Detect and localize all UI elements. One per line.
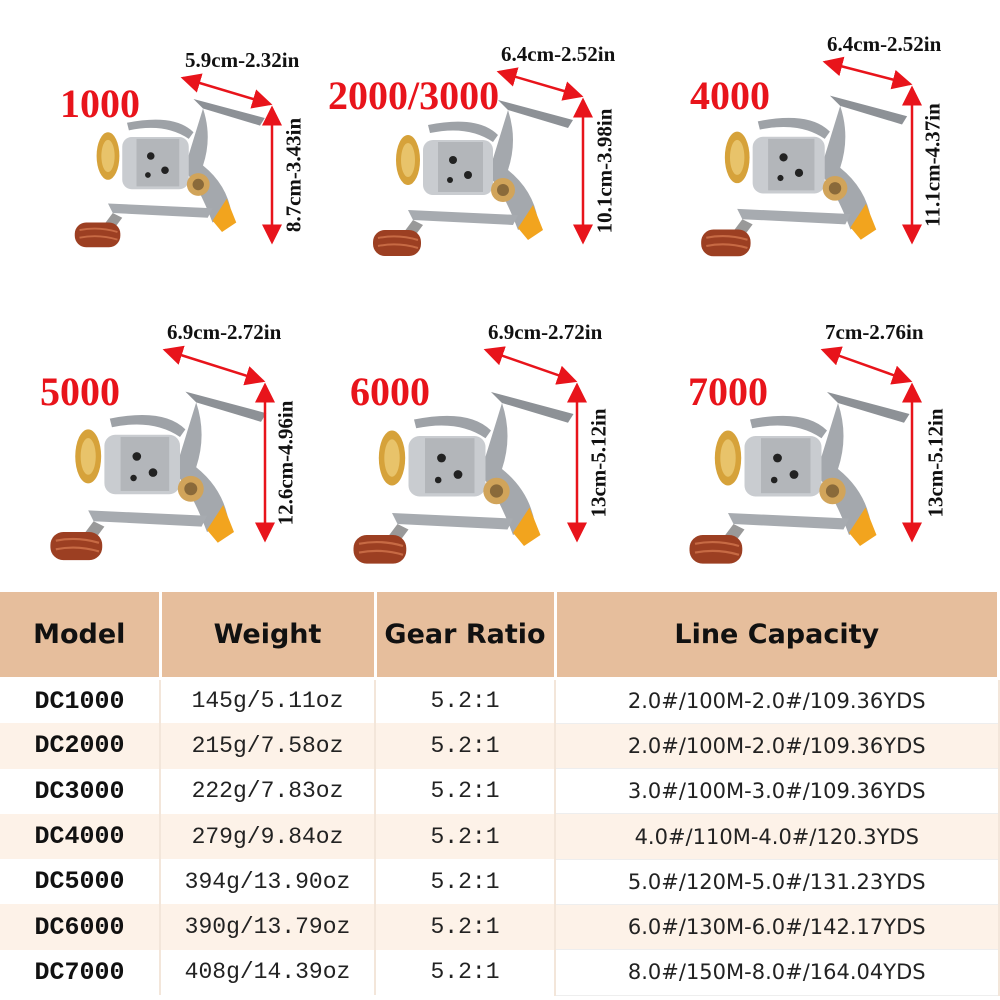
header-model: Model	[0, 592, 162, 680]
width-dimension: 6.9cm-2.72in	[167, 320, 282, 344]
fishing-reel-image	[689, 392, 910, 564]
header-gear-ratio: Gear Ratio	[375, 592, 557, 680]
cell-weight: 394g/13.90oz	[160, 859, 376, 905]
fishing-reel-image	[701, 95, 908, 257]
width-dimension: 6.4cm-2.52in	[501, 42, 616, 66]
cell-line-capacity: 3.0#/100M-3.0#/109.36YDS	[555, 768, 1000, 815]
cell-line-capacity: 8.0#/150M-8.0#/164.04YDS	[555, 949, 1000, 996]
reel-panel-4000: 4000 6.4cm-2.52in 11.1cm-4.37in	[666, 0, 999, 290]
cell-line-capacity: 2.0#/100M-2.0#/109.36YDS	[555, 723, 1000, 770]
cell-gear-ratio: 5.2:1	[375, 859, 556, 905]
cell-gear-ratio: 5.2:1	[375, 723, 556, 769]
height-dimension: 13cm-5.12in	[923, 407, 948, 518]
fishing-reel-image	[353, 392, 574, 564]
cell-gear-ratio: 5.2:1	[375, 768, 556, 814]
width-arrow	[162, 345, 266, 386]
cell-line-capacity: 5.0#/120M-5.0#/131.23YDS	[555, 859, 1000, 905]
cell-weight: 222g/7.83oz	[160, 768, 376, 814]
table-header-row: Model Weight Gear Ratio Line Capacity	[0, 592, 1000, 680]
model-label: 4000	[690, 73, 770, 118]
model-label: 1000	[60, 81, 140, 126]
cell-weight: 390g/13.79oz	[160, 904, 376, 950]
model-label: 6000	[350, 369, 430, 414]
cell-model: DC6000	[0, 904, 161, 950]
reel-panel-2000-3000: 2000/3000 6.4cm-2.52in 10.1cm-3.98in	[328, 0, 666, 290]
height-dimension: 13cm-5.12in	[586, 407, 611, 518]
cell-model: DC4000	[0, 813, 161, 860]
fishing-reel-image	[50, 391, 267, 561]
fishing-reel-image	[74, 99, 265, 248]
width-dimension: 5.9cm-2.32in	[185, 48, 300, 72]
width-dimension: 6.9cm-2.72in	[488, 320, 603, 344]
cell-model: DC3000	[0, 768, 161, 814]
cell-line-capacity: 6.0#/130M-6.0#/142.17YDS	[555, 904, 1000, 951]
dimension-arrows	[822, 56, 922, 245]
cell-line-capacity: 2.0#/100M-2.0#/109.36YDS	[555, 678, 1000, 724]
width-arrow	[820, 346, 913, 385]
dimension-arrows	[820, 346, 922, 543]
width-dimension: 6.4cm-2.52in	[827, 32, 942, 56]
reel-panel-5000: 5000 6.9cm-2.72in 12.6cm-4.96in	[0, 290, 333, 580]
width-dimension: 7cm-2.76in	[825, 320, 924, 344]
dimension-arrows	[483, 346, 587, 543]
dimension-arrows	[496, 67, 593, 245]
cell-model: DC7000	[0, 949, 161, 996]
cell-model: DC1000	[0, 678, 161, 724]
height-dimension: 11.1cm-4.37in	[920, 103, 945, 227]
cell-weight: 279g/9.84oz	[160, 813, 376, 860]
cell-line-capacity: 4.0#/110M-4.0#/120.3YDS	[555, 813, 1000, 860]
cell-model: DC5000	[0, 859, 161, 905]
height-dimension: 10.1cm-3.98in	[592, 108, 617, 234]
reel-panel-1000: 1000 5.9cm-2.32in 8.7cm-3.43in	[0, 0, 333, 290]
reel-panel-7000: 7000 7cm-2.76in 13cm-5.12in	[666, 290, 999, 580]
cell-gear-ratio: 5.2:1	[375, 904, 556, 950]
header-weight: Weight	[160, 592, 377, 680]
height-dimension: 8.7cm-3.43in	[281, 117, 306, 233]
fishing-reel-image	[373, 100, 573, 256]
cell-gear-ratio: 5.2:1	[375, 678, 556, 724]
width-arrow	[496, 67, 584, 101]
width-arrow	[822, 56, 913, 90]
cell-weight: 145g/5.11oz	[160, 678, 376, 724]
width-arrow	[483, 346, 578, 385]
model-label: 7000	[688, 369, 768, 414]
cell-gear-ratio: 5.2:1	[375, 813, 556, 860]
cell-gear-ratio: 5.2:1	[375, 949, 556, 996]
width-arrow	[180, 73, 273, 109]
cell-model: DC2000	[0, 723, 161, 769]
model-label: 5000	[40, 369, 120, 414]
reel-panel-6000: 6000 6.9cm-2.72in 13cm-5.12in	[333, 290, 666, 580]
cell-weight: 215g/7.58oz	[160, 723, 376, 769]
spec-table: Model Weight Gear Ratio Line Capacity DC…	[0, 592, 1000, 996]
header-line-capacity: Line Capacity	[555, 592, 1000, 680]
cell-weight: 408g/14.39oz	[160, 949, 376, 996]
dimension-arrows	[162, 345, 275, 543]
height-dimension: 12.6cm-4.96in	[273, 400, 298, 525]
dimension-arrows	[180, 73, 282, 245]
model-label: 2000/3000	[328, 73, 500, 118]
